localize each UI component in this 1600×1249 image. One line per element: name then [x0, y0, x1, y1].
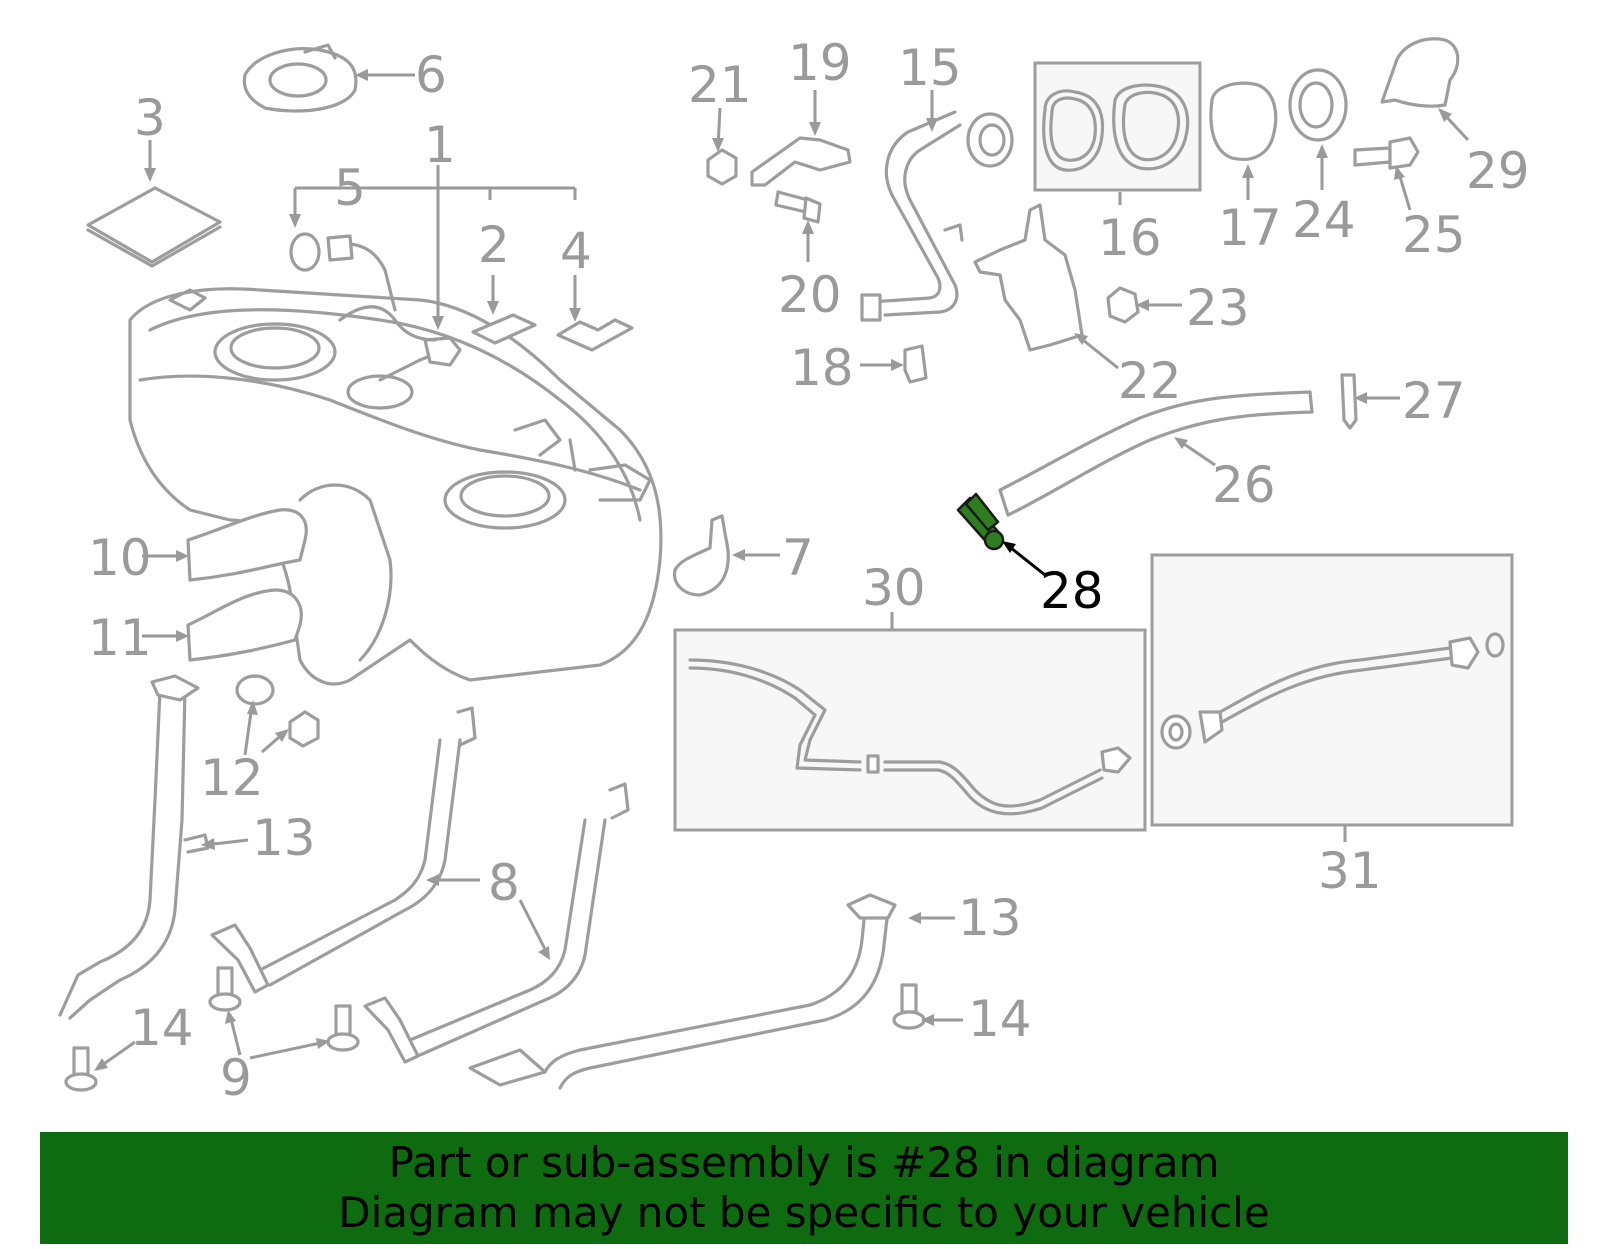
- part-12-grommet: [235, 674, 275, 706]
- part-10-strap: [186, 508, 308, 582]
- part-4-pad: [556, 318, 634, 352]
- callout-29: 29: [1466, 142, 1530, 200]
- callout-3: 3: [134, 89, 166, 147]
- fuel-tank: [128, 232, 663, 686]
- part-27-clip: [1340, 373, 1358, 430]
- part-19-bracket: [750, 136, 852, 187]
- part-13-strap-left: [58, 674, 210, 1020]
- callout-11: 11: [88, 609, 152, 667]
- part-21-nut: [706, 148, 738, 186]
- callout-17: 17: [1218, 199, 1282, 257]
- part-2-pad: [471, 313, 537, 345]
- part-22-bracket: [973, 203, 1084, 352]
- callout-22: 22: [1118, 352, 1182, 410]
- callout-18: 18: [790, 339, 854, 397]
- part-30-hose-assembly: [688, 658, 1132, 816]
- part-8-strap-2: [363, 782, 630, 1064]
- part-26-hose: [998, 390, 1314, 517]
- part-23-nut: [1106, 286, 1140, 324]
- callout-28[interactable]: 28: [1040, 562, 1104, 620]
- callout-13-right: 13: [958, 889, 1022, 947]
- arrowhead-28: [1002, 541, 1016, 553]
- callout-24: 24: [1292, 191, 1356, 249]
- callout-6: 6: [415, 46, 447, 104]
- part-11-strap: [186, 588, 303, 662]
- banner-line-2: Diagram may not be specific to your vehi…: [338, 1188, 1270, 1237]
- callout-2: 2: [478, 216, 510, 274]
- callout-19: 19: [788, 34, 852, 92]
- part-15-filler-pipe: [860, 110, 1014, 322]
- callout-1: 1: [424, 116, 456, 174]
- part-30-box: [673, 628, 1147, 832]
- callout-5: 5: [334, 159, 366, 217]
- part-info-banner: Part or sub-assembly is #28 in diagram D…: [40, 1132, 1568, 1244]
- callout-12: 12: [200, 749, 264, 807]
- callout-21: 21: [688, 56, 752, 114]
- callout-9: 9: [220, 1049, 252, 1107]
- part-20-bolt: [774, 190, 822, 224]
- callout-14-right: 14: [968, 990, 1032, 1048]
- callout-16: 16: [1098, 209, 1162, 267]
- callout-10: 10: [88, 529, 152, 587]
- arrowheads: [94, 69, 1452, 1071]
- callout-7: 7: [782, 529, 814, 587]
- callout-8: 8: [488, 854, 520, 912]
- part-8-strap-1: [210, 706, 477, 994]
- part-31-box: [1150, 553, 1514, 827]
- part-16-gaskets: [1042, 83, 1190, 172]
- part-16-box: [1033, 61, 1202, 192]
- part-12-nut: [288, 710, 320, 748]
- part-18-clip: [903, 344, 928, 384]
- part-6-ring: [242, 43, 358, 113]
- part-17-gasket: [1209, 81, 1278, 162]
- part-14-bolts: [64, 983, 926, 1092]
- part-13-strap-right: [468, 893, 897, 1090]
- callout-31: 31: [1318, 842, 1382, 900]
- callout-4: 4: [560, 222, 592, 280]
- callout-labels: 1 2 3 4 5 6 7 8 9 10 11 12 13 13 14 14 1…: [88, 34, 1530, 1107]
- banner-line-1: Part or sub-assembly is #28 in diagram: [388, 1138, 1220, 1187]
- part-7-bracket: [673, 514, 730, 597]
- part-28-highlighted[interactable]: [956, 492, 1005, 551]
- callout-13-left: 13: [252, 809, 316, 867]
- callout-25: 25: [1402, 206, 1466, 264]
- callout-23: 23: [1186, 279, 1250, 337]
- callout-27: 27: [1402, 372, 1466, 430]
- part-25-bolt: [1353, 136, 1420, 170]
- part-3-pad: [86, 186, 222, 264]
- callout-20: 20: [778, 266, 842, 324]
- part-29-cap: [1380, 37, 1460, 108]
- part-24-ring: [1288, 68, 1348, 142]
- part-31-hose-assembly: [1160, 632, 1505, 750]
- callout-15: 15: [898, 39, 962, 97]
- callout-14-left: 14: [130, 999, 194, 1057]
- callout-26: 26: [1212, 456, 1276, 514]
- callout-30: 30: [862, 559, 926, 617]
- part-9-bolts: [208, 966, 360, 1052]
